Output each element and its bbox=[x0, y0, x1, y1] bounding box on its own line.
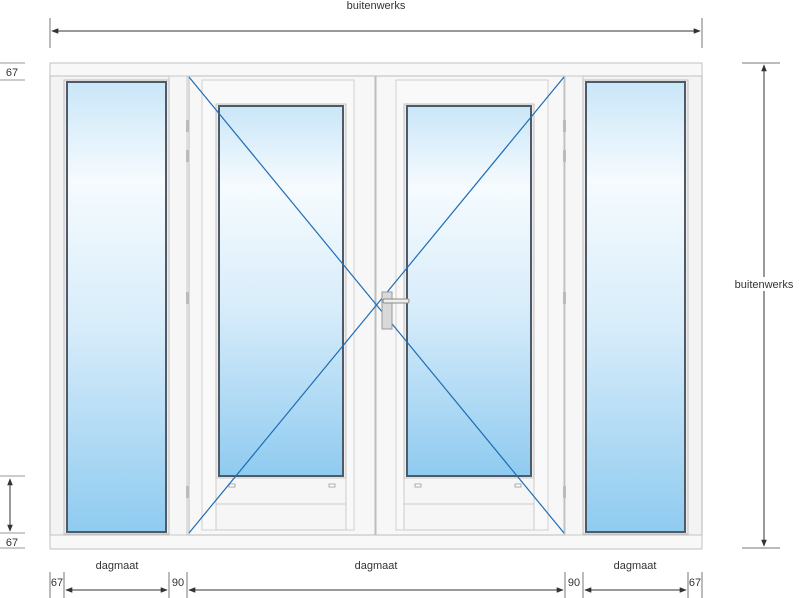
opening-indicator-lines bbox=[188, 76, 565, 534]
dim-right-outer-label: 67 bbox=[689, 577, 701, 589]
bottom-dimensions: dagmaat dagmaat dagmaat 67 90 90 67 bbox=[49, 560, 703, 598]
hinge-icon bbox=[186, 292, 189, 304]
drainage-slot-icon bbox=[328, 483, 336, 488]
bottom-frame-label: 67 bbox=[6, 537, 18, 549]
door-handle-icon bbox=[381, 291, 410, 330]
hinge-icon bbox=[563, 150, 566, 162]
hinge-icon bbox=[563, 292, 566, 304]
dagmaat-left-label: dagmaat bbox=[96, 560, 139, 572]
right-dimension: buitenwerks bbox=[730, 62, 798, 549]
dim-right-post-label: 90 bbox=[568, 577, 580, 589]
drainage-slot-icon bbox=[414, 483, 422, 488]
hinge-icon bbox=[563, 120, 566, 132]
drainage-slot-icon bbox=[514, 483, 522, 488]
right-height-label: buitenwerks bbox=[735, 279, 794, 291]
dim-left-outer-label: 67 bbox=[51, 577, 63, 589]
left-dimensions: 67 67 bbox=[0, 62, 25, 549]
dagmaat-right-label: dagmaat bbox=[614, 560, 657, 572]
hinge-icon bbox=[186, 150, 189, 162]
drainage-slot-icon bbox=[228, 483, 236, 488]
hinge-icon bbox=[186, 486, 189, 498]
hinges bbox=[186, 120, 566, 498]
dagmaat-center-label: dagmaat bbox=[355, 560, 398, 572]
dim-left-post-label: 90 bbox=[172, 577, 184, 589]
hinge-icon bbox=[186, 120, 189, 132]
right-door bbox=[375, 75, 565, 536]
left-door bbox=[188, 75, 376, 536]
hinge-icon bbox=[563, 486, 566, 498]
top-dimension: buitenwerks bbox=[49, 0, 703, 48]
top-width-label: buitenwerks bbox=[347, 0, 406, 12]
right-fixed-pane bbox=[582, 79, 689, 535]
left-fixed-pane bbox=[63, 79, 170, 535]
top-frame-label: 67 bbox=[6, 67, 18, 79]
